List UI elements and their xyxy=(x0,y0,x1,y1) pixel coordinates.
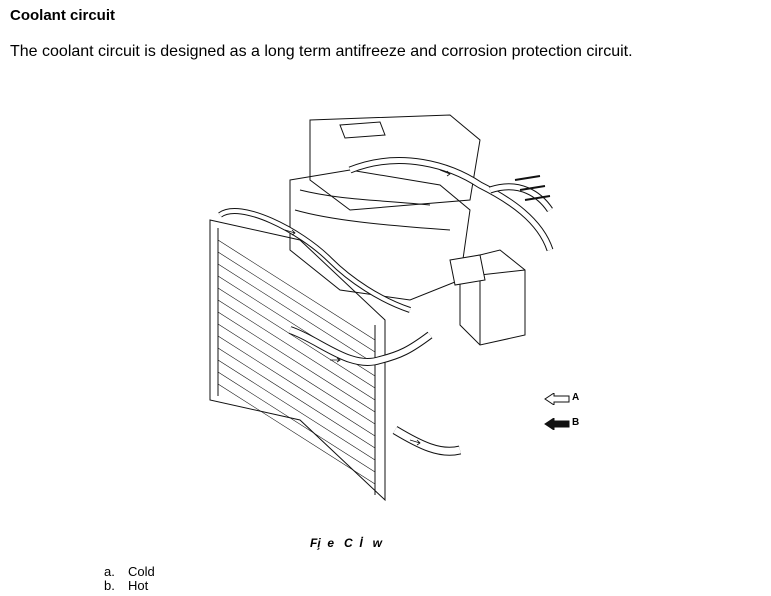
figure-caption: Fi̧ e C İ w xyxy=(310,536,383,550)
flow-arrows xyxy=(284,169,451,446)
cold-flow-arrow-icon xyxy=(544,393,570,405)
legend-list: a. Cold b. Hot xyxy=(104,565,155,593)
auxiliary-heater xyxy=(449,249,526,346)
intro-paragraph: The coolant circuit is designed as a lon… xyxy=(10,43,633,60)
page-heading: Coolant circuit xyxy=(10,7,116,24)
list-label: Hot xyxy=(128,578,149,593)
coolant-circuit-diagram xyxy=(209,114,554,502)
legend-key-b: B xyxy=(572,417,580,428)
list-item: a. Cold xyxy=(104,565,155,579)
engine-cover xyxy=(309,114,481,211)
engine-block xyxy=(289,169,471,301)
legend-key-a: A xyxy=(572,392,580,403)
list-label: Cold xyxy=(128,564,155,579)
radiator xyxy=(209,219,386,502)
list-item: b. Hot xyxy=(104,579,155,593)
list-marker: a. xyxy=(104,564,115,579)
hot-flow-arrow-icon xyxy=(544,418,570,430)
list-marker: b. xyxy=(104,578,115,593)
